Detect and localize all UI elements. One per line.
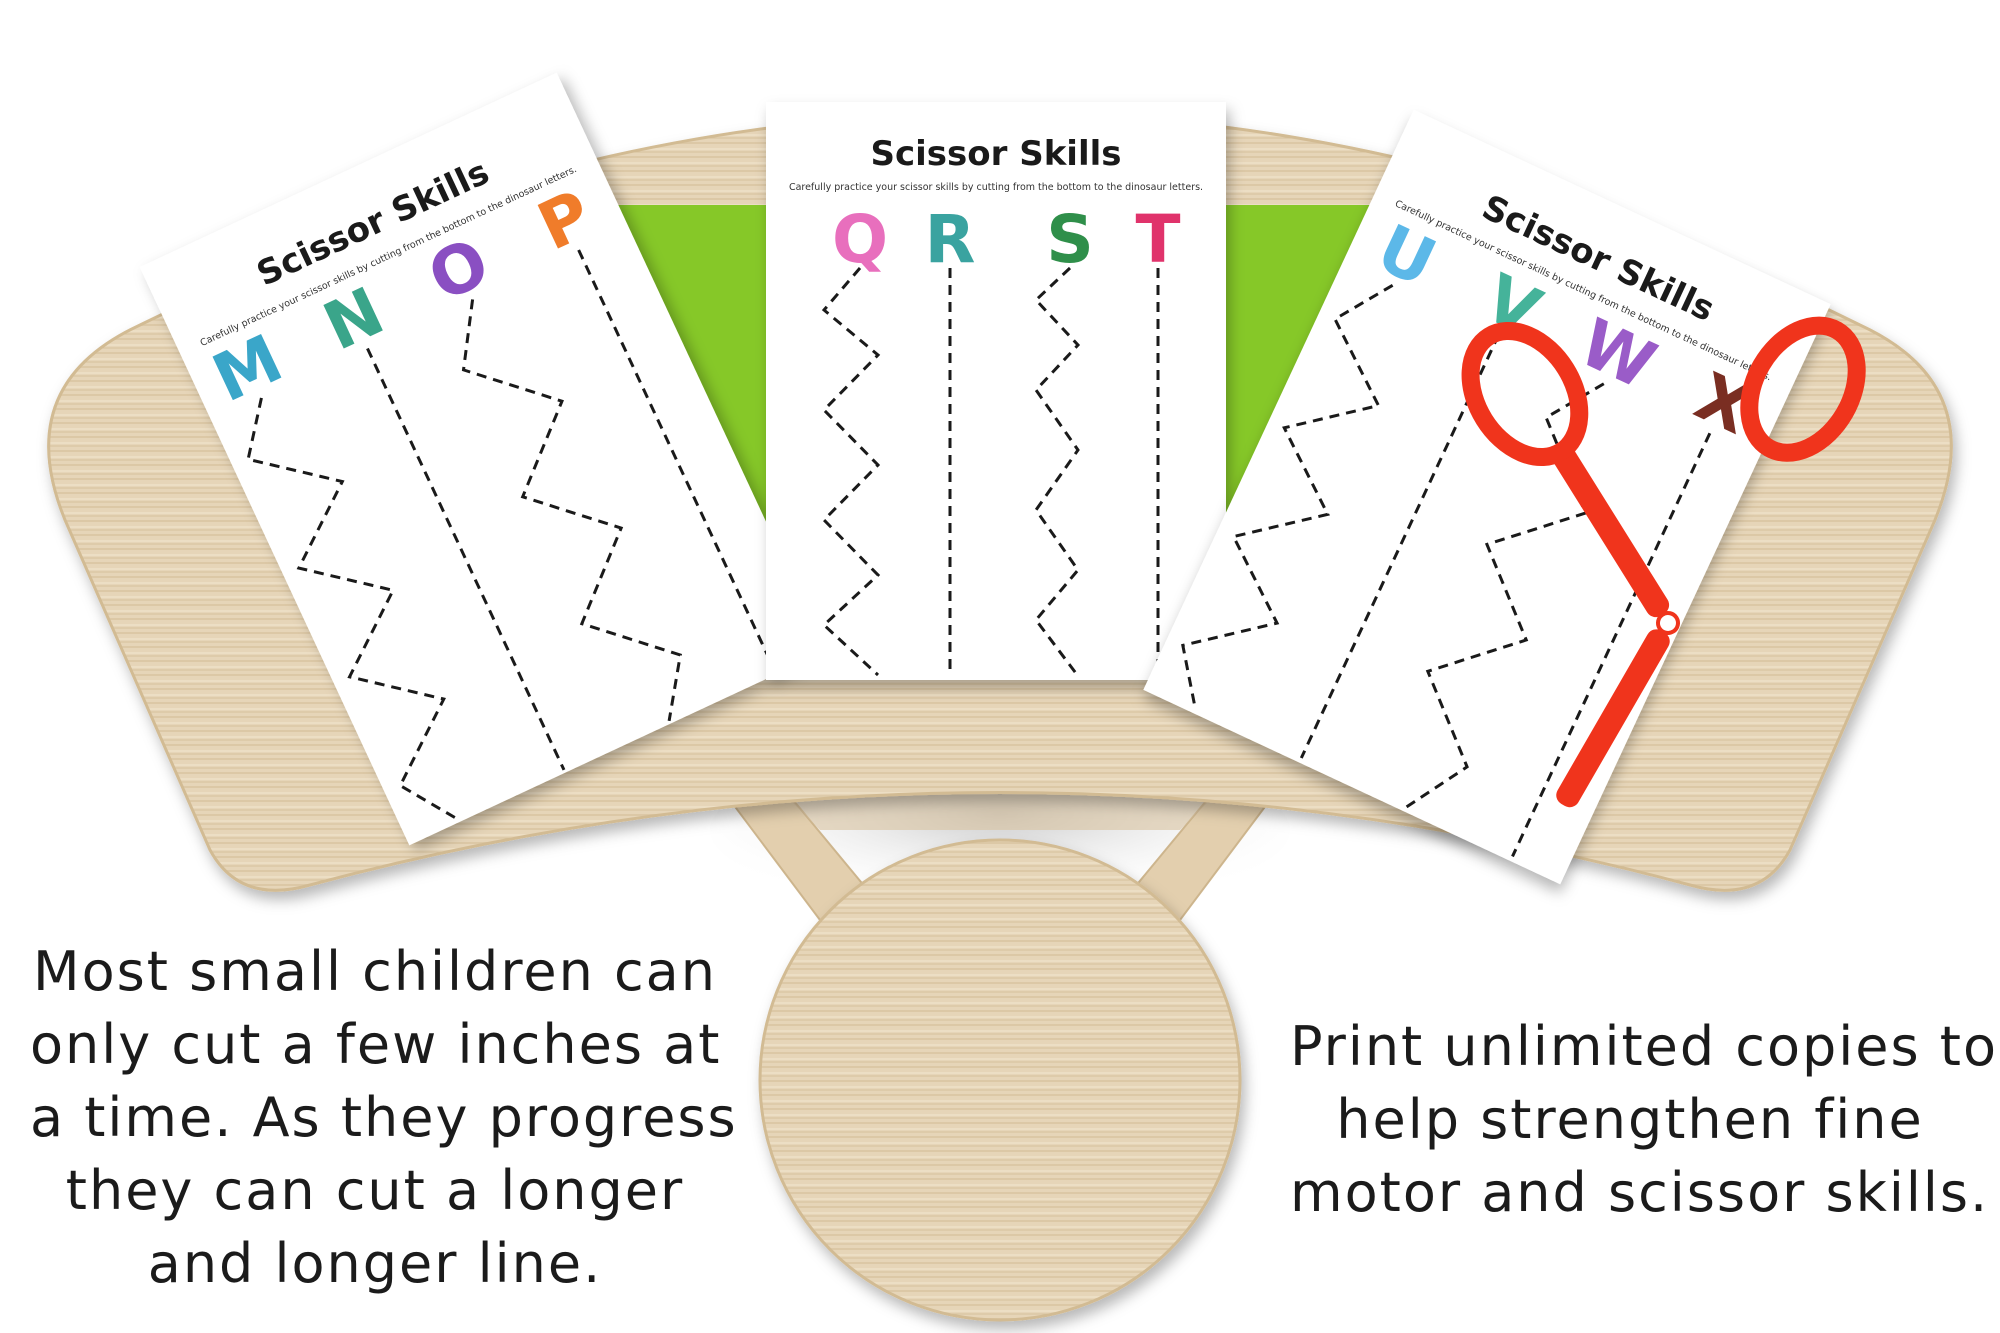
stool [758, 838, 1242, 1322]
worksheet-title: Scissor Skills [870, 134, 1121, 174]
cut-line-zigzag [1181, 283, 1394, 709]
cut-line-straight [577, 249, 777, 673]
cut-line-zigzag [461, 299, 683, 722]
worksheet-right: Scissor Skills Carefully practice your s… [1143, 109, 1831, 885]
caption-left: Most small children can only cut a few i… [30, 935, 738, 1300]
scissors-icon [1461, 316, 1866, 808]
caption-left-line: only cut a few inches at [30, 1013, 722, 1076]
caption-right: Print unlimited copies to help strengthe… [1290, 1010, 1999, 1229]
letter-s: S [1046, 201, 1094, 278]
letter-q: Q [832, 201, 888, 278]
cut-line-straight [366, 347, 566, 771]
caption-left-line: Most small children can [33, 940, 717, 1003]
cut-line-zigzag [821, 267, 881, 677]
cut-line-zigzag [1033, 266, 1081, 677]
letter-t: T [1135, 201, 1180, 278]
caption-left-line: they can cut a longer [65, 1159, 685, 1222]
worksheet-center: Scissor Skills Carefully practice your s… [766, 102, 1226, 680]
cut-line-straight [1511, 432, 1712, 858]
caption-right-line: Print unlimited copies to [1290, 1015, 1999, 1078]
worksheet-subtitle: Carefully practice your scissor skills b… [789, 182, 1203, 193]
caption-left-line: and longer line. [147, 1232, 603, 1295]
caption-right-line: help strengthen fine [1336, 1088, 1924, 1151]
letter-r: R [925, 201, 976, 278]
caption-right-line: motor and scissor skills. [1290, 1161, 1990, 1224]
cut-line-straight [1299, 334, 1501, 759]
cut-line-zigzag [1405, 382, 1605, 809]
caption-left-line: a time. As they progress [30, 1086, 738, 1149]
